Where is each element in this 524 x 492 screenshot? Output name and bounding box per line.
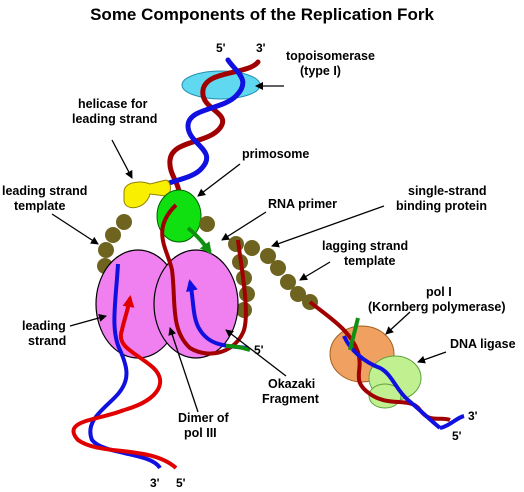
label-okazaki: Okazaki Fragment: [262, 377, 320, 406]
rna-primer-shape: [186, 226, 212, 255]
end-lagging-right-top: 3': [468, 409, 478, 423]
leading-template-ssb: [97, 214, 132, 274]
label-leading-template: leading strand template: [2, 184, 91, 213]
arrow-ssb: [271, 205, 385, 248]
leading-new-red-tail: [71, 408, 178, 470]
label-pol1: pol I (Kornberg polymerase): [368, 285, 506, 314]
end-lagging-right-bottom: 5': [452, 429, 462, 443]
arrow-dna-ligase: [417, 351, 447, 364]
arrow-leading-template: [51, 213, 99, 245]
label-rna-primer: RNA primer: [268, 197, 337, 211]
end-top-right: 3': [256, 41, 266, 55]
label-primosome: primosome: [242, 147, 309, 161]
label-dna-ligase: DNA ligase: [450, 337, 516, 351]
label-leading-strand: leading strand: [22, 319, 69, 348]
arrow-leading-strand: [69, 314, 107, 327]
pol3-right-subunit: [153, 249, 239, 359]
helicase-shape: [123, 179, 171, 209]
arrow-helicase: [111, 139, 133, 179]
label-helicase: helicase for leading strand: [72, 97, 157, 126]
arrow-dimer: [168, 327, 199, 413]
end-top-left: 5': [216, 41, 226, 55]
parental-blue-strand-top: [157, 57, 246, 191]
arrow-pol1: [385, 311, 411, 335]
label-topoisomerase: topoisomerase (type I): [286, 49, 378, 78]
pol1-primer-mark: [348, 317, 360, 351]
arrow-okazaki: [225, 329, 287, 377]
end-bottom-left: 3': [150, 476, 160, 490]
leading-new-strand: [118, 295, 163, 412]
okazaki-primer-end: [225, 344, 251, 352]
lagging-blue-tail: [439, 414, 465, 430]
end-okazaki: 5': [254, 343, 264, 357]
arrow-lagging-template: [299, 261, 331, 281]
label-dimer: Dimer of pol III: [178, 411, 232, 440]
lagging-template-red-loop: [160, 203, 248, 356]
label-lagging-template: lagging strand template: [322, 239, 412, 268]
arrow-primosome: [197, 163, 241, 197]
parental-red-strand-top: [167, 59, 261, 208]
arrow-rna-primer: [221, 211, 267, 241]
lagging-blue-duplex: [342, 335, 442, 430]
end-bottom-right: 5': [176, 476, 186, 490]
diagram-title: Some Components of the Replication Fork: [90, 5, 434, 24]
label-ssb: single-strand binding protein: [396, 184, 490, 213]
